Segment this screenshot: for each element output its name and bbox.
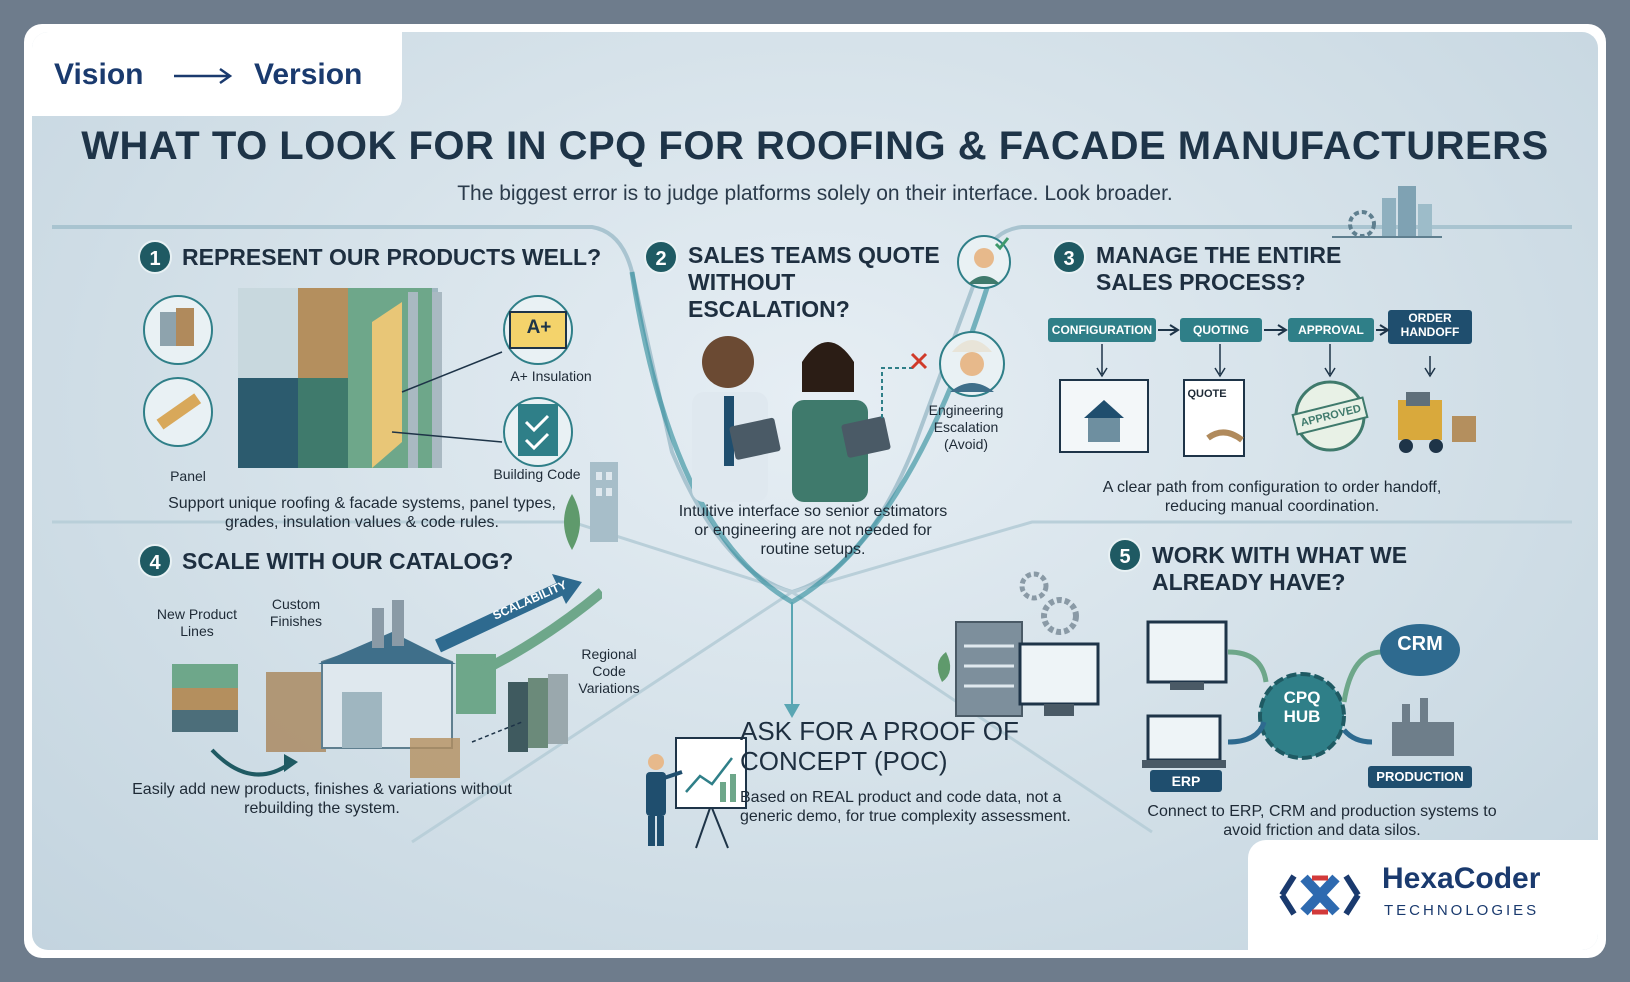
- arrow-right-icon: [174, 67, 233, 85]
- custom-finishes-label: Custom Finishes: [269, 596, 323, 629]
- escalation-label: Engineering Escalation (Avoid): [928, 402, 1004, 452]
- quote-doc-label: QUOTE: [1187, 388, 1227, 400]
- tag-vision: Vision: [54, 58, 144, 91]
- section-3-heading: MANAGE THE ENTIRE SALES PROCESS?: [1096, 242, 1342, 295]
- section-2-desc: Intuitive interface so senior estimators…: [678, 503, 948, 558]
- presenter-icon: [646, 737, 747, 849]
- hexacoder-logo-icon: [1279, 874, 1361, 916]
- erp-label: ERP: [1150, 770, 1222, 792]
- panel-layers-icon: [143, 288, 573, 468]
- section-1-heading: REPRESENT OUR PRODUCTS WELL?: [182, 244, 602, 270]
- hexacoder-logo: HexaCoder TECHNOLOGIES: [1248, 840, 1598, 950]
- step-quoting: QUOTING: [1180, 318, 1262, 342]
- logo-subtitle: TECHNOLOGIES: [1384, 902, 1540, 919]
- section-2-heading: SALES TEAMS QUOTE WITHOUT ESCALATION?: [688, 242, 940, 322]
- grade-label: A+: [526, 317, 552, 338]
- infographic-card: Vision Version WHAT TO LOOK FOR IN CPQ F…: [24, 24, 1606, 958]
- new-product-label: New Product Lines: [156, 606, 238, 639]
- leaf-icon: [564, 494, 580, 550]
- section-2-badge: 2: [644, 240, 678, 274]
- sales-people-illustration: [692, 336, 891, 502]
- step-approval: APPROVAL: [1288, 318, 1374, 342]
- page-title: WHAT TO LOOK FOR IN CPQ FOR ROOFING & FA…: [81, 124, 1549, 168]
- building-icon: [590, 462, 618, 542]
- poc-heading: ASK FOR A PROOF OF CONCEPT (POC): [740, 716, 1019, 776]
- step-configuration: CONFIGURATION: [1048, 318, 1156, 342]
- panel-label: Panel: [170, 468, 206, 484]
- section-1-desc: Support unique roofing & facade systems,…: [168, 495, 556, 531]
- server-illustration: [937, 571, 1100, 717]
- factory-scale-illustration: [172, 574, 602, 778]
- escalation-icon: [881, 331, 1005, 418]
- page-subtitle: The biggest error is to judge platforms …: [457, 182, 1173, 205]
- step-order-handoff: ORDER HANDOFF: [1388, 310, 1472, 344]
- section-5-heading: WORK WITH WHAT WE ALREADY HAVE?: [1152, 542, 1408, 595]
- cpq-hub-diagram: [1142, 620, 1460, 768]
- section-4-heading: SCALE WITH OUR CATALOG?: [182, 548, 514, 574]
- logo-name: HexaCoder: [1382, 862, 1541, 895]
- building-code-label: Building Code: [493, 466, 581, 482]
- tag-version: Version: [254, 58, 363, 91]
- process-flow-icons: [1059, 324, 1476, 457]
- regional-code-label: Regional Code Variations: [578, 646, 640, 696]
- production-label: PRODUCTION: [1368, 766, 1472, 788]
- crm-label: CRM: [1397, 633, 1443, 655]
- section-5-badge: 5: [1108, 538, 1142, 572]
- section-4-badge: 4: [138, 544, 172, 578]
- section-4-desc: Easily add new products, finishes & vari…: [132, 781, 512, 817]
- section-3-desc: A clear path from configuration to order…: [1102, 479, 1442, 515]
- infographic-panel: Vision Version WHAT TO LOOK FOR IN CPQ F…: [32, 32, 1598, 950]
- section-1-badge: 1: [138, 240, 172, 274]
- vision-version-tag: Vision Version: [32, 32, 402, 116]
- poc-desc: Based on REAL product and code data, not…: [740, 789, 1071, 825]
- section-5-desc: Connect to ERP, CRM and production syste…: [1147, 803, 1497, 839]
- engineer-avatar-icon: [957, 235, 1011, 289]
- cpq-hub-label: CPQ HUB: [1283, 688, 1321, 726]
- city-gear-icon: [1332, 186, 1442, 238]
- section-3-badge: 3: [1052, 240, 1086, 274]
- insulation-label: A+ Insulation: [510, 368, 592, 384]
